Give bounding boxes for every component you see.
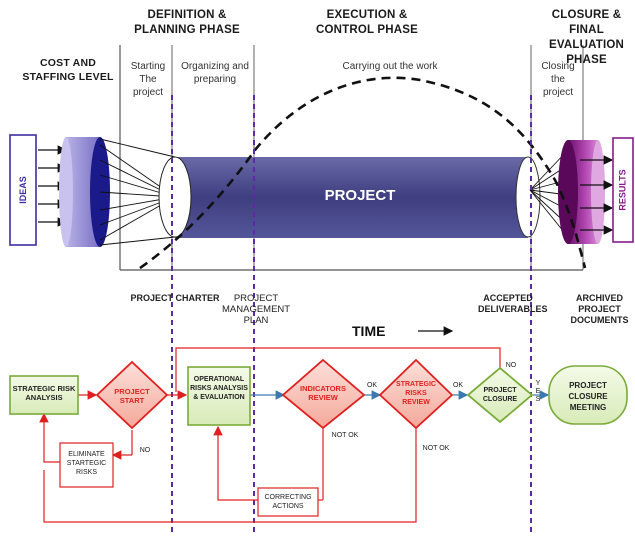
- cost-staffing-label: COST AND STAFFING LEVEL: [22, 57, 114, 83]
- operational-risks-label: OPERATIONAL RISKS ANALYSIS & EVALUATION: [190, 376, 248, 401]
- yes-label: YES: [535, 380, 541, 403]
- closure-meeting-label: PROJECT CLOSURE MEETING: [568, 381, 608, 412]
- subphase-organizing: Organizing and preparing: [181, 61, 249, 85]
- indicators-review-label: INDICATORS REVIEW: [300, 384, 346, 402]
- strategic-risks-review-diamond: [378, 358, 454, 430]
- correcting-label: CORRECTING ACTIONS: [264, 494, 312, 510]
- project-tube: [158, 156, 541, 238]
- correcting-actions-box: [257, 487, 319, 517]
- results-cylinder: [558, 140, 605, 244]
- strategic-risk-analysis-box: [9, 375, 79, 415]
- eliminate-risks-box: [59, 442, 114, 488]
- project-closure-diamond: [466, 366, 534, 424]
- milestone-charter: PROJECT CHARTER: [130, 293, 220, 303]
- project-start-diamond: [95, 360, 169, 430]
- no-top-label: NO: [505, 362, 517, 369]
- phase-execution-title: EXECUTION & CONTROL PHASE: [315, 9, 419, 36]
- eliminate-label: ELIMINATE STARTEGIC RISKS: [66, 451, 107, 476]
- ok-label-2: OK: [452, 382, 464, 389]
- cost-staffing-curve: [139, 76, 587, 270]
- not-ok-label-1: NOT OK: [331, 432, 359, 439]
- subphase-closing: Closing the project: [541, 61, 575, 98]
- indicators-review-diamond: [281, 358, 366, 430]
- subphase-carrying: Carrying out the work: [342, 61, 438, 72]
- ideas-label: IDEAS: [18, 176, 29, 204]
- subphase-starting: Starting The project: [130, 61, 166, 98]
- results-label: RESULTS: [618, 169, 628, 211]
- strategic-risk-analysis-label: STRATEGIC RISK ANALYSIS: [12, 384, 76, 402]
- project-start-label: PROJECT START: [114, 387, 150, 405]
- project-closure-label: PROJECT CLOSURE: [482, 387, 518, 403]
- milestone-lines: [171, 95, 532, 536]
- phase-definition-title: DEFINITION & PLANNING PHASE: [134, 9, 240, 36]
- results-label-wrap: RESULTS: [613, 150, 633, 230]
- project-label: PROJECT: [324, 187, 396, 204]
- phase-closure-title: CLOSURE & FINAL EVALUATION PHASE: [548, 9, 625, 66]
- closure-meeting-box: [548, 365, 628, 425]
- ideas-label-wrap: IDEAS: [13, 150, 33, 230]
- strategic-risks-review-label: STRATEGIC RISKS REVIEW: [396, 381, 436, 406]
- flow-connectors: [39, 347, 501, 523]
- ok-label-1: OK: [366, 382, 378, 389]
- milestone-accepted: ACCEPTED DELIVERABLES: [478, 293, 548, 314]
- ideas-box: [9, 134, 37, 246]
- results-box: [612, 137, 634, 243]
- time-label: TIME: [352, 323, 386, 339]
- milestone-archived: ARCHIVED PROJECT DOCUMENTS: [570, 293, 629, 325]
- milestone-plan: PROJECT MANAGEMENT PLAN: [222, 293, 291, 326]
- operational-risks-box: [187, 366, 251, 426]
- output-arrows: [580, 155, 614, 235]
- no-start-label: NO: [139, 447, 151, 454]
- not-ok-label-2: NOT OK: [422, 445, 450, 452]
